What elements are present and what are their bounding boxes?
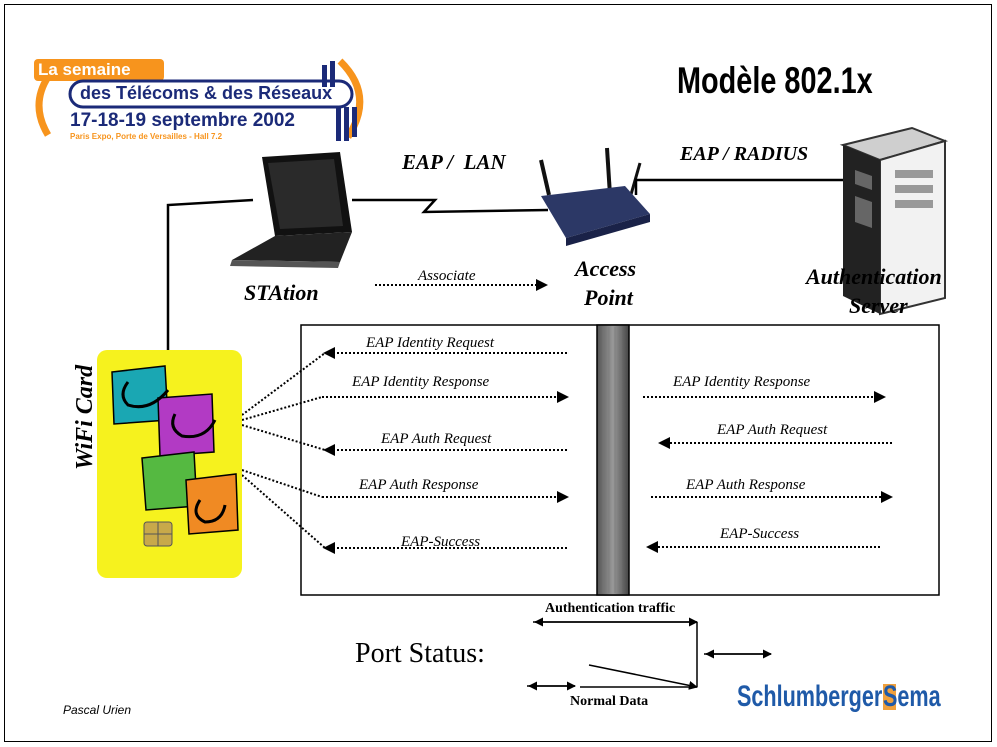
card-label: WiFi Card <box>72 364 98 470</box>
server-icon <box>839 126 949 316</box>
associate-label: Associate <box>418 268 476 284</box>
right-message-1: EAP Identity Response <box>673 374 811 390</box>
access-point-label-2: Point <box>584 285 633 310</box>
left-message-2: EAP Identity Response <box>352 374 490 390</box>
normal-data-label: Normal Data <box>570 694 649 709</box>
lan-link <box>352 198 549 214</box>
logo-line2: des Télécoms & des Réseaux <box>80 83 333 103</box>
port-status-label: Port Status: <box>355 638 485 669</box>
company-name-1: Schlumberger <box>737 680 883 713</box>
access-point-icon <box>539 147 650 246</box>
access-point-label-1: Access <box>575 256 637 281</box>
wifi-card <box>97 350 242 578</box>
page-title: Modèle 802.1x <box>677 60 873 101</box>
port-bar <box>596 324 630 596</box>
radius-link <box>634 178 855 195</box>
auth-traffic-label: Authentication traffic <box>545 601 676 616</box>
card-cable <box>166 198 254 350</box>
right-message-3: EAP Auth Response <box>686 477 806 493</box>
auth-server-label-2: Server <box>849 293 908 318</box>
company-name-2: Sema <box>883 680 941 713</box>
event-logo: La semaine des Télécoms & des Réseaux 17… <box>30 55 375 150</box>
left-message-4: EAP Auth Response <box>359 477 479 493</box>
logo-line1: La semaine <box>38 60 131 79</box>
left-message-3: EAP Auth Request <box>381 431 492 447</box>
auth-server-label-1: Authentication <box>806 264 942 289</box>
left-message-1: EAP Identity Request <box>366 335 495 351</box>
sema-s-block <box>883 684 896 710</box>
logo-line4: Paris Expo, Porte de Versailles - Hall 7… <box>70 132 223 141</box>
logo-line3: 17-18-19 septembre 2002 <box>70 110 295 131</box>
card-fan-lines <box>241 352 326 549</box>
author-label: Pascal Urien <box>63 703 132 717</box>
eap-radius-label: EAP / RADIUS <box>680 143 809 165</box>
left-message-5: EAP-Success <box>401 534 481 550</box>
company-logo: Schlumberger Sema <box>737 680 949 714</box>
station-label: STAtion <box>244 280 319 305</box>
right-message-4: EAP-Success <box>720 526 800 542</box>
port-switch <box>527 617 772 691</box>
laptop-icon <box>230 152 352 268</box>
right-message-2: EAP Auth Request <box>717 422 828 438</box>
eap-lan-label: EAP / LAN <box>402 150 506 174</box>
